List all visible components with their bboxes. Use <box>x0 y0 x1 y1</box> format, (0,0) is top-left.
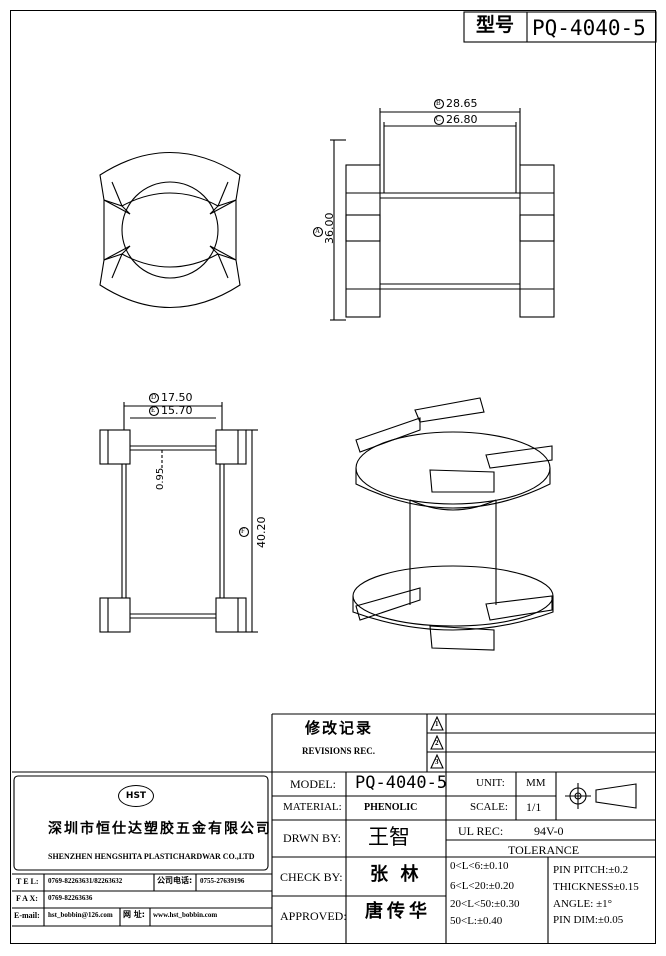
side-view <box>99 392 258 633</box>
tol-line-1: 0<L<6:±0.10 <box>450 860 509 872</box>
type-value: PQ-4040-5 <box>532 16 646 40</box>
email-label: E-mail: <box>14 911 40 920</box>
logo-text: HST <box>125 791 147 801</box>
web-value: www.hst_bobbin.com <box>153 911 218 919</box>
iso-view <box>352 397 554 651</box>
web-label: 网 址: <box>123 910 145 919</box>
pin-pitch: PIN PITCH:±0.2 <box>553 864 629 876</box>
fax-value: 0769-82263636 <box>48 894 93 902</box>
company-name-en: SHENZHEN HENGSHITA PLASTICHARDWAR CO.,LT… <box>48 852 255 861</box>
fax-label: F A X: <box>16 894 38 903</box>
tel-label: T E L: <box>16 877 39 886</box>
type-label: 型号 <box>476 14 515 36</box>
scale-label: SCALE: <box>470 801 508 813</box>
company-name-cn: 深圳市恒仕达塑胶五金有限公司 <box>48 821 272 837</box>
top-view <box>99 152 241 308</box>
ul-value: 94V-0 <box>534 824 564 838</box>
rev-mark-1: 1 <box>435 720 439 728</box>
revisions-title-cn: 修改记录 <box>305 719 374 737</box>
dim-e: 15.70 <box>161 404 193 417</box>
approved-value: 唐传华 <box>365 901 431 922</box>
table-grid <box>12 713 656 944</box>
angle: ANGLE: ±1° <box>553 898 613 910</box>
model-value: PQ-4040-5 <box>355 773 448 793</box>
tolerance-label: TOLERANCE <box>508 843 580 857</box>
dim-f: 40.20 <box>255 516 268 549</box>
email-value: hst_bobbin@126.com <box>48 911 113 919</box>
dim-a: 36.00 <box>323 212 336 245</box>
marker-a: A <box>315 227 321 235</box>
dim-small: 0.95 <box>155 467 166 490</box>
dim-b: 28.65 <box>446 97 478 110</box>
drawing-frame <box>10 10 656 944</box>
tel-value: 0769-82263631/82263632 <box>48 877 123 885</box>
scale-value: 1/1 <box>526 800 542 814</box>
ul-label: UL REC: <box>458 824 504 838</box>
tol-line-2: 6<L<20:±0.20 <box>450 880 514 892</box>
title-box <box>463 11 657 43</box>
marker-b: B <box>436 99 441 107</box>
marker-d: D <box>151 393 157 401</box>
material-value: PHENOLIC <box>364 802 418 813</box>
tol-line-4: 50<L:±0.40 <box>450 915 503 927</box>
model-label: MODEL: <box>290 777 336 791</box>
thickness: THICKNESS±0.15 <box>553 881 639 893</box>
approved-label: APPROVED: <box>280 909 347 923</box>
unit-value: MM <box>526 777 546 789</box>
pin-dim: PIN DIM:±0.05 <box>553 914 624 926</box>
drawn-value: 王智 <box>368 825 410 849</box>
dim-c: 26.80 <box>446 113 478 126</box>
check-value: 张 林 <box>370 864 419 885</box>
revisions-title-en: REVISIONS REC. <box>302 746 376 756</box>
dim-d: 17.50 <box>161 391 193 404</box>
check-label: CHECK BY: <box>280 870 343 884</box>
rev-mark-3: 3 <box>435 758 439 766</box>
marker-e: E <box>151 406 156 414</box>
rev-mark-2: 2 <box>435 739 439 747</box>
company-logo: HST <box>118 785 154 807</box>
marker-c: C <box>436 115 441 123</box>
company-phone-label: 公司电话: <box>157 876 193 885</box>
marker-f: F <box>241 527 245 535</box>
company-phone-value: 0755-27639196 <box>200 877 245 885</box>
drawn-label: DRWN BY: <box>283 831 341 845</box>
material-label: MATERIAL: <box>283 801 342 813</box>
tol-line-3: 20<L<50:±0.30 <box>450 898 520 910</box>
front-view <box>312 98 555 321</box>
unit-label: UNIT: <box>476 777 505 789</box>
